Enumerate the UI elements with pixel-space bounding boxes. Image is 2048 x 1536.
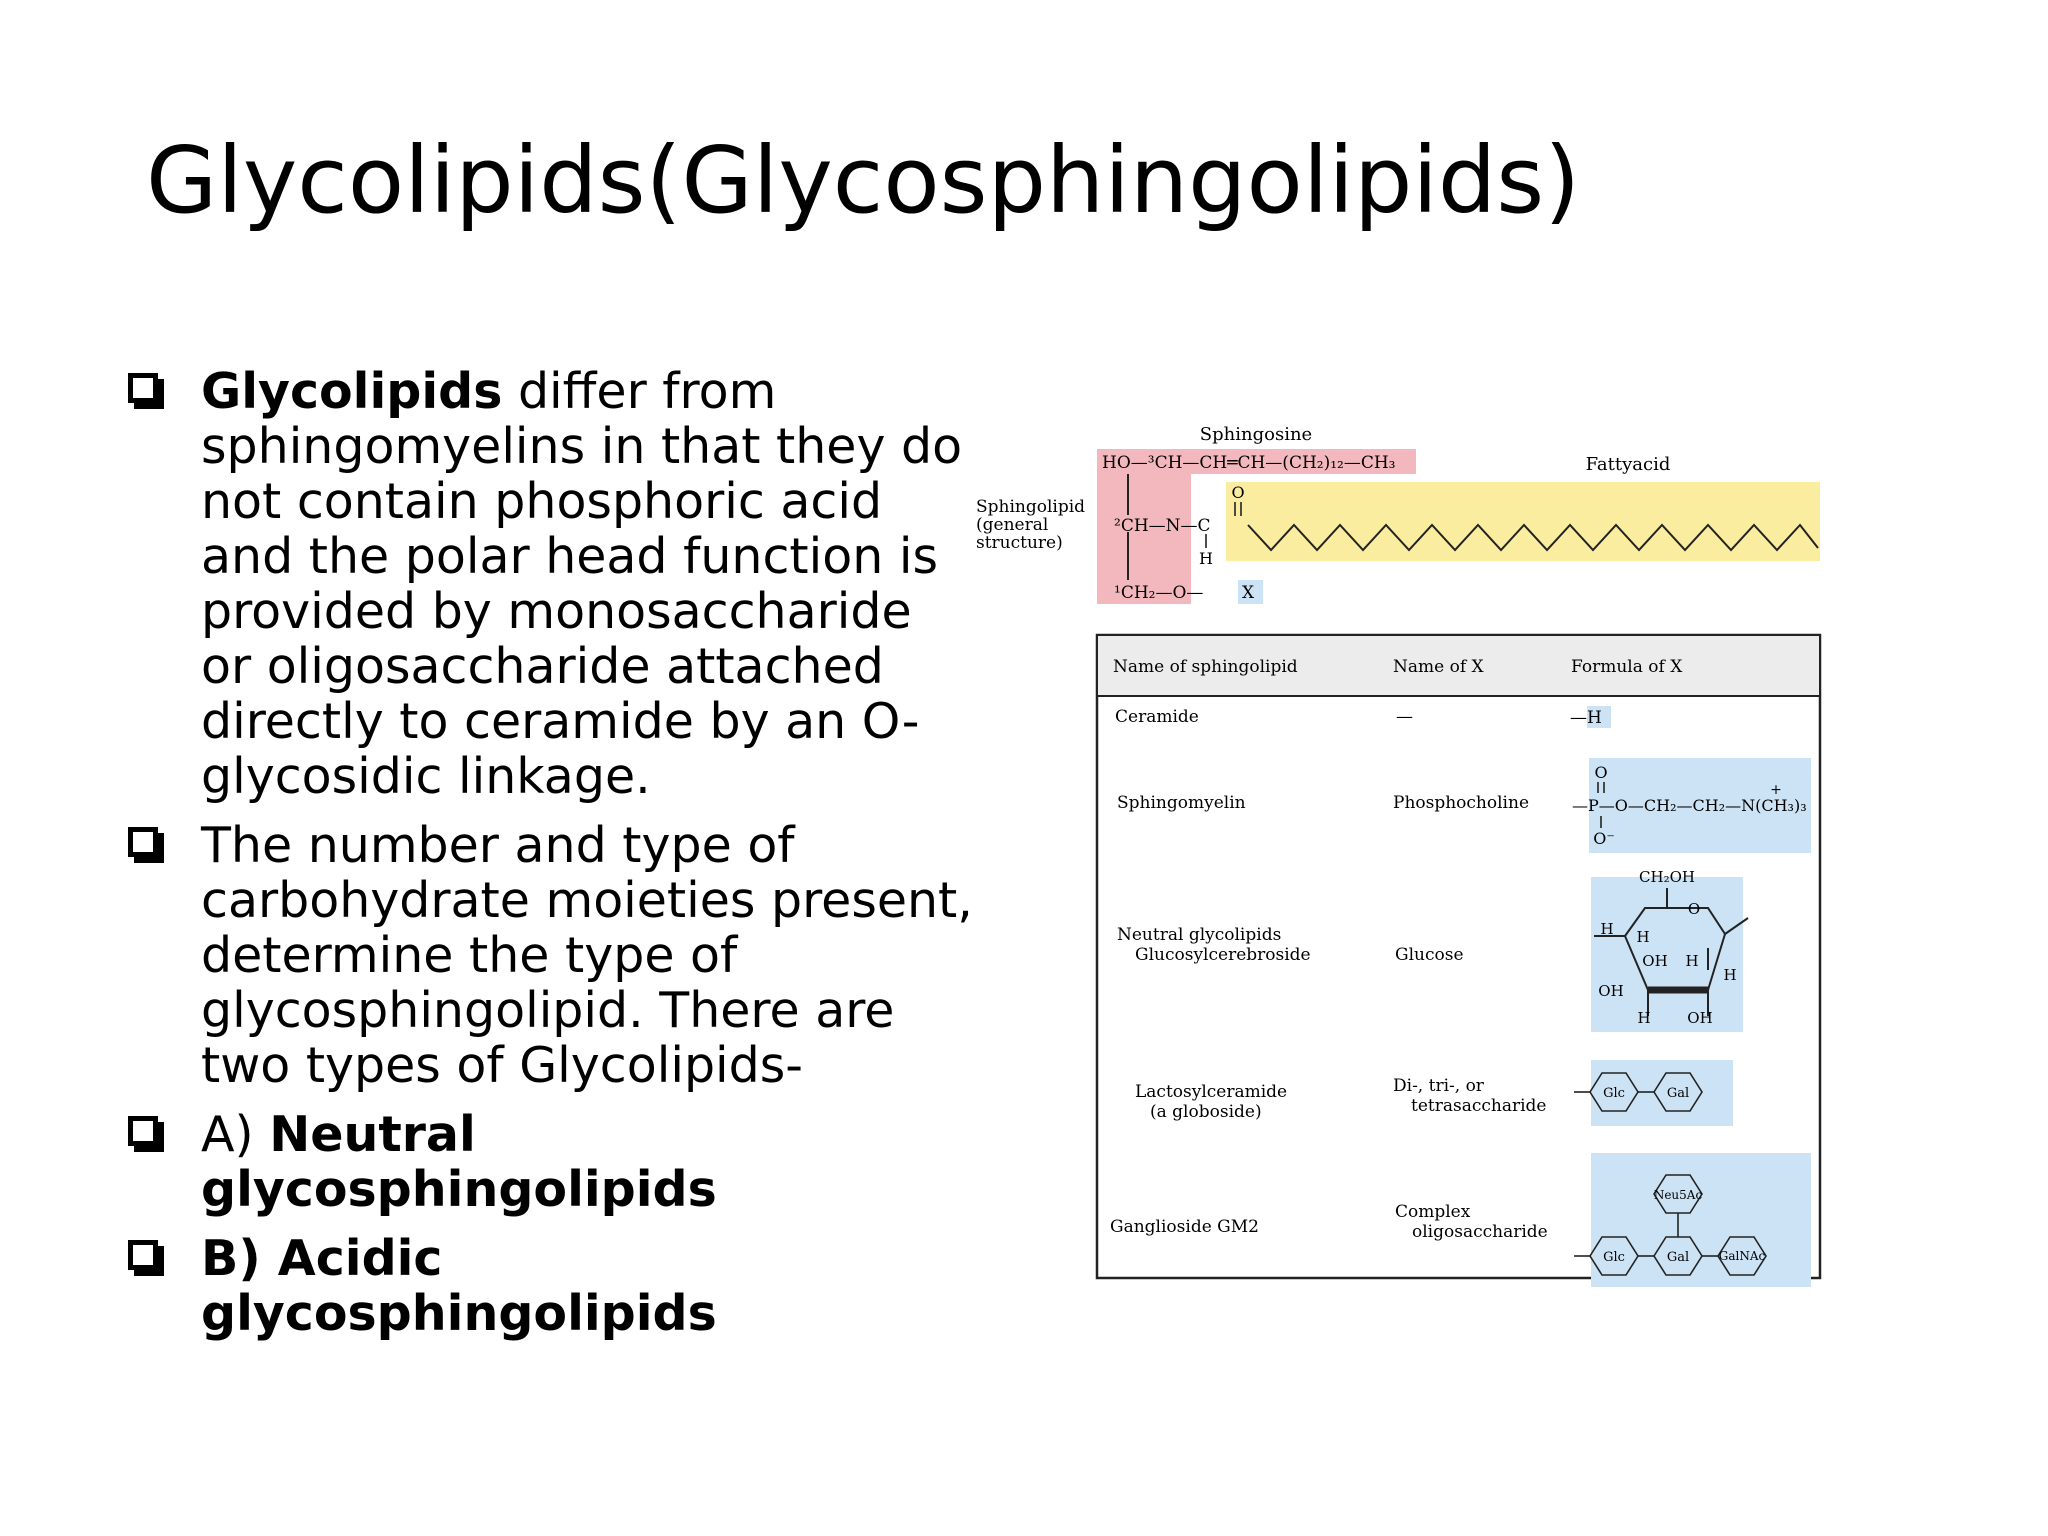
row-x-name: — (1396, 707, 1413, 727)
x-highlight (1238, 580, 1263, 604)
checkbox-bullet-icon (128, 827, 158, 857)
lactose-chain (1574, 1072, 1703, 1112)
c1-group: ¹CH₂—O— (1114, 583, 1203, 603)
sugar-label-glc: Glc (1603, 1250, 1625, 1265)
row-name: Lactosylceramide (1135, 1082, 1287, 1102)
fatty-acid-label: Fattyacid (1586, 454, 1671, 475)
bullet-item: The number and type of carbohydrate moie… (124, 818, 974, 1093)
checkbox-bullet-icon (128, 1116, 158, 1146)
glucose-h: H (1600, 920, 1613, 938)
bullet-item: Glycolipids differ from sphingomyelins i… (124, 364, 974, 804)
glucose-ring-o: O (1688, 900, 1700, 918)
row-formula: —P—O—CH₂—CH₂—N(CH₃)₃ (1572, 796, 1807, 815)
sphingolipid-label-2: (general (976, 515, 1048, 535)
galnac-hexagon-icon (1717, 1236, 1767, 1276)
sphingosine-highlight-vertical (1097, 449, 1191, 604)
checkbox-bullet-icon (128, 373, 158, 403)
row-name-sub: Glucosylcerebroside (1135, 945, 1311, 965)
row-name: Neutral glycolipids (1117, 925, 1281, 945)
table-frame (1095, 633, 1822, 1280)
sphingosine-label: Sphingosine (1200, 424, 1312, 445)
header-formula: Formula of X (1571, 657, 1683, 677)
bullet-item: B) Acidic glycosphingolipids (124, 1231, 974, 1341)
sphingolipid-label-1: Sphingolipid (976, 497, 1085, 517)
row-x-name: Complex (1395, 1202, 1471, 1222)
sugar-label-gal: Gal (1667, 1086, 1689, 1101)
formula-box (1591, 1060, 1733, 1126)
formula-box (1587, 706, 1611, 728)
row-name: Ganglioside GM2 (1110, 1217, 1259, 1237)
formula-box (1589, 758, 1811, 853)
formula-box (1591, 1153, 1811, 1287)
bullet-bold-term: B) Acidic glycosphingolipids (201, 1230, 717, 1342)
neu5ac-hexagon-icon (1653, 1174, 1703, 1214)
c2-group: ²CH—N—C (1114, 516, 1211, 536)
carbonyl-oxygen: O (1231, 483, 1244, 502)
ganglioside-chain (1574, 1174, 1767, 1276)
sphingosine-chain: HO—³CH—CH═CH—(CH₂)₁₂—CH₃ (1102, 453, 1396, 473)
phosphate-oxygen-top: O (1594, 763, 1607, 782)
bullet-item: A) Neutral glycosphingolipids (124, 1107, 974, 1217)
fatty-acid-chain (1247, 523, 1819, 552)
row-x-name: Glucose (1395, 945, 1464, 965)
bullet-list: Glycolipids differ from sphingomyelins i… (124, 364, 974, 1355)
table-header (1098, 636, 1819, 696)
glucose-oh: OH (1687, 1009, 1712, 1027)
row-x-name-sub: oligosaccharide (1412, 1222, 1548, 1242)
fatty-acid-highlight (1226, 482, 1820, 561)
glucose-h: H (1685, 952, 1698, 970)
bullet-prefix: A) (201, 1106, 270, 1163)
phosphate-oxygen-bottom: O⁻ (1593, 829, 1615, 848)
row-name: Ceramide (1115, 707, 1199, 727)
gal-hexagon-icon (1653, 1072, 1703, 1112)
row-name-sub: (a globoside) (1150, 1102, 1262, 1122)
header-name: Name of sphingolipid (1113, 657, 1298, 677)
sugar-label-glc: Glc (1603, 1086, 1625, 1101)
row-x-name: Di-, tri-, or (1393, 1076, 1485, 1096)
glucose-oh: OH (1598, 982, 1623, 1000)
sugar-label-neu5ac: Neu5Ac (1654, 1188, 1703, 1202)
sphingolipid-structure-diagram: Sphingosine HO—³CH—CH═CH—(CH₂)₁₂—CH₃ Fat… (976, 424, 1822, 1287)
glucose-h: H (1636, 928, 1649, 946)
glucose-oh: OH (1642, 952, 1667, 970)
slide-title: Glycolipids(Glycosphingolipids) (146, 127, 1581, 234)
row-formula: —H (1570, 708, 1602, 728)
header-x-name: Name of X (1393, 657, 1485, 677)
sphingolipid-label-3: structure) (976, 533, 1063, 553)
row-x-name-sub: tetrasaccharide (1411, 1096, 1546, 1116)
glucose-h: H (1723, 966, 1736, 984)
amide-hydrogen: H (1199, 549, 1213, 568)
bullet-bold-term: Glycolipids (201, 363, 503, 420)
checkbox-bullet-icon (128, 1240, 158, 1270)
bullet-text: The number and type of carbohydrate moie… (201, 817, 973, 1094)
ammonium-charge: + (1770, 782, 1782, 798)
glucose-ring-icon (1594, 888, 1749, 1016)
glucose-ch2oh: CH₂OH (1639, 868, 1695, 886)
bullet-bold-term: Neutral glycosphingolipids (201, 1106, 717, 1218)
glucose-h: H (1637, 1009, 1650, 1027)
sphingolipid-figure: Sphingosine HO—³CH—CH═CH—(CH₂)₁₂—CH₃ Fat… (970, 420, 1860, 1320)
row-x-name: Phosphocholine (1393, 793, 1529, 813)
bullet-text: differ from sphingomyelins in that they … (201, 363, 963, 805)
row-name: Sphingomyelin (1117, 793, 1246, 813)
sugar-label-galnac: GalNAc (1719, 1249, 1766, 1263)
sugar-label-gal: Gal (1667, 1250, 1689, 1265)
x-group: X (1242, 583, 1255, 603)
